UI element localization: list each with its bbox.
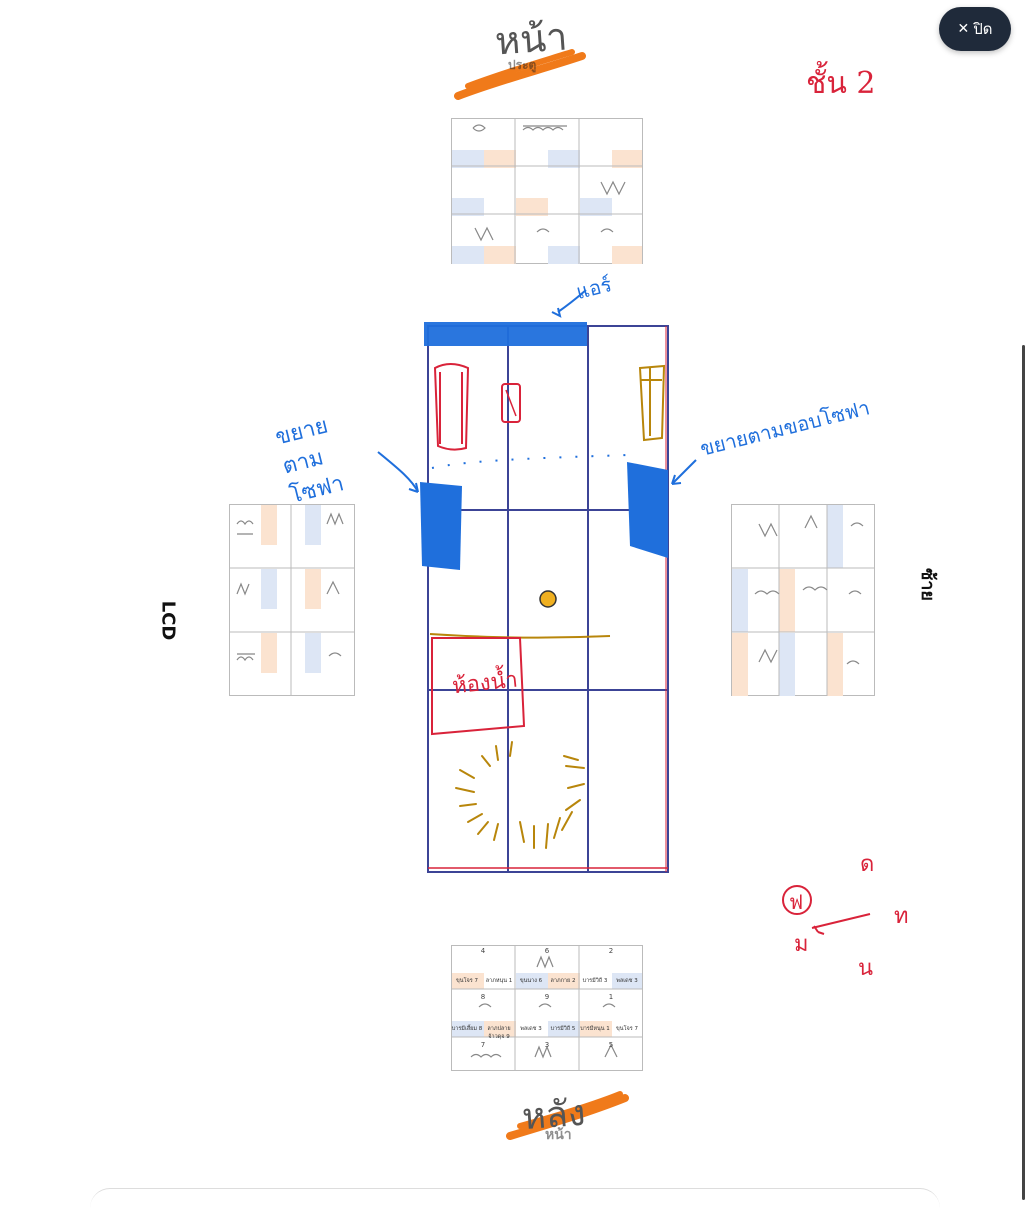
grid-cell: 8	[480, 993, 486, 1001]
grid-cell: 7	[480, 1041, 486, 1049]
grid-cell: ขุนโจร 7	[616, 1026, 638, 1032]
compass-top: ด	[860, 852, 875, 877]
grid-cell: 4	[480, 947, 486, 955]
floor-label: ชั้น 2	[806, 66, 876, 101]
grid-cell: 3	[544, 1041, 550, 1049]
close-button[interactable]: ✕ ปิด	[939, 7, 1011, 51]
compass-bottom: น	[858, 956, 874, 981]
stair-strokes	[455, 741, 585, 849]
sofa-sketch	[433, 363, 470, 451]
door-highlight	[424, 322, 587, 346]
grid-cell: 1	[608, 993, 614, 1001]
bottom-card-r2: ขุนโจร 7 ลาภหนุน 1 ขุนนาง 6 ลาภกาย 2 บาร…	[451, 977, 643, 985]
grid-card-right	[731, 504, 875, 696]
bottom-struck-label: หน้า	[545, 1127, 572, 1143]
bottom-card-r1: 4 6 2	[451, 947, 643, 955]
close-button-label: ปิด	[973, 20, 993, 38]
center-point	[539, 590, 557, 608]
grid-cell: บารมีวิถี 5	[550, 1026, 576, 1032]
grid-cell: 6	[544, 947, 550, 955]
grid-card-top	[451, 118, 643, 264]
grid-cell: บารมีหนุน 1	[580, 1026, 610, 1032]
grid-cell: บารมีวิถี 3	[582, 978, 608, 984]
right-extension-highlight	[627, 462, 668, 558]
bottom-card-r5: 7 3 5	[451, 1041, 643, 1049]
left-extension-highlight	[420, 482, 462, 570]
compass-circled-letter: ฟ	[789, 890, 804, 914]
grid-cell: ขุนนาง 6	[519, 978, 543, 984]
bottom-card-r4: บารมีเสี้ยม 8 ลาภปลายจ้าวดุจ 9 พลเดช 3 บ…	[451, 1025, 643, 1041]
bathroom-box	[431, 637, 526, 736]
close-icon: ✕	[957, 21, 970, 37]
grid-cell: พลเดช 3	[520, 1026, 542, 1032]
grid-card-left	[229, 504, 355, 696]
left-side-label: LCD	[157, 600, 179, 641]
grid-cell: ลาภหนุน 1	[485, 978, 513, 984]
bottom-sheet-edge	[90, 1188, 940, 1219]
grid-cell: พลเดช 3	[616, 978, 638, 984]
grid-cell: ขุนโจร 7	[456, 978, 478, 984]
grid-cell: 9	[544, 993, 550, 1001]
grid-cell: ลาภกาย 2	[550, 978, 576, 984]
grid-cell: ลาภปลายจ้าวดุจ 9	[487, 1026, 511, 1040]
scrollbar[interactable]	[1022, 345, 1025, 1200]
grid-cell: 2	[608, 947, 614, 955]
right-side-label: ซ้าย	[916, 568, 938, 601]
bottom-card-r3: 8 9 1	[451, 993, 643, 1001]
grid-cell: 5	[608, 1041, 614, 1049]
compass-left: ม	[794, 932, 809, 957]
grid-cell: บารมีเสี้ยม 8	[451, 1026, 483, 1032]
compass-right: ท	[894, 904, 909, 929]
bathroom-label: ห้องน้ำ	[450, 667, 520, 700]
grid-card-bottom: 4 6 2 ขุนโจร 7 ลาภหนุน 1 ขุนนาง 6 ลาภกาย…	[451, 945, 643, 1071]
top-struck-label: ประตู	[508, 58, 537, 72]
